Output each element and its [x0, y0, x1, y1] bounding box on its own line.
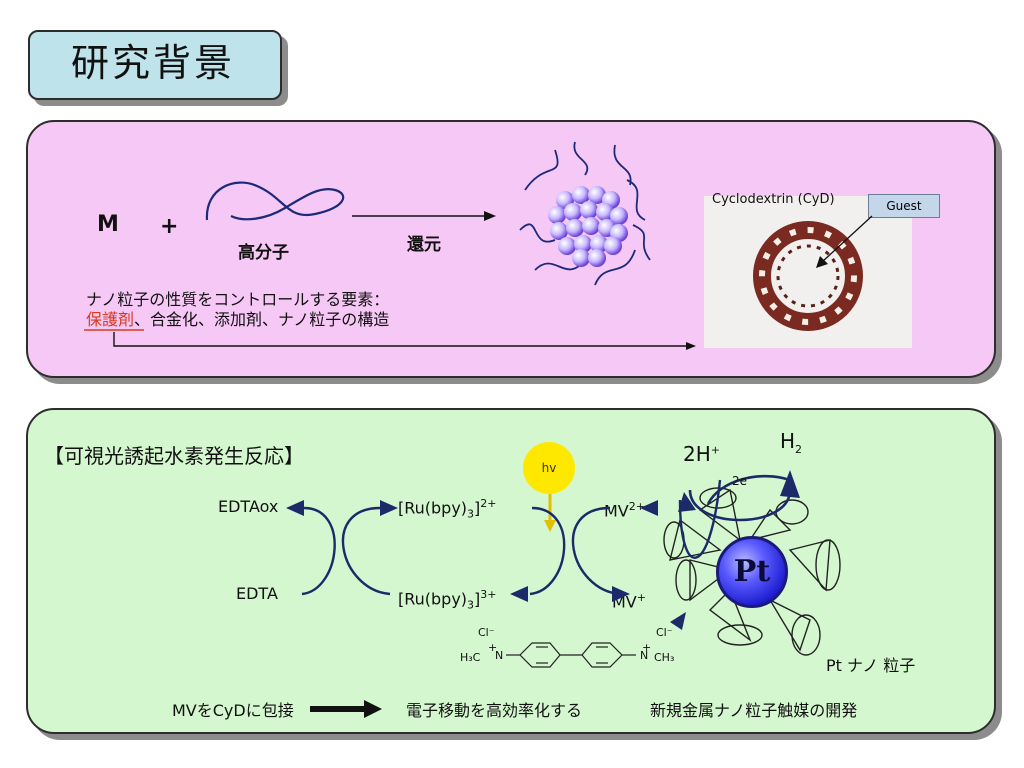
- guest-pointer-arrow: [816, 215, 873, 268]
- control-elements-rest: 、合金化、添加剤、ナノ粒子の構造: [134, 310, 390, 329]
- mv-2plus-label: MV2+: [604, 500, 645, 521]
- pt-label: Pt: [733, 554, 771, 589]
- cyclodextrin-ring-drawing: [753, 221, 863, 331]
- polymer-chain-drawing: [205, 181, 345, 221]
- proton-label: 2H+: [683, 442, 720, 466]
- n-right: N: [640, 649, 649, 662]
- bottom-right-text: 新規金属ナノ粒子触媒の開発: [650, 701, 858, 720]
- metal-label: M: [97, 212, 119, 237]
- cyclodextrin-label: Cyclodextrin (CyD): [712, 192, 835, 207]
- electrons-label: 2e-: [732, 470, 752, 488]
- methyl-left: H₃C: [460, 651, 481, 664]
- n-plus-right: +: [642, 641, 652, 654]
- title-box: [28, 30, 282, 100]
- light-hv-circle: hv: [523, 442, 575, 494]
- nanoparticle-cluster-drawing: [519, 141, 651, 286]
- bottom-mid-text: 電子移動を高効率化する: [406, 701, 583, 720]
- n-left: N: [495, 649, 504, 662]
- protective-agent-arrow: [84, 329, 696, 350]
- pt-nanoparticle-sphere: [716, 536, 788, 608]
- bottom-arrow: [310, 700, 382, 718]
- photocatalysis-panel: [26, 408, 996, 734]
- protective-agent-highlight: 保護剤: [86, 310, 135, 329]
- chloride-left: Cl⁻: [478, 626, 495, 639]
- polymer-label: 高分子: [238, 243, 289, 263]
- pt-nanoparticle-label: Pt ナノ 粒子: [826, 656, 916, 675]
- edta-ox-label: EDTAox: [218, 497, 279, 516]
- control-elements-title: ナノ粒子の性質をコントロールする要素：: [86, 290, 390, 309]
- hydrogen-label: H2: [780, 429, 803, 456]
- reaction-heading: 【可視光誘起水素発生反応】: [44, 444, 304, 468]
- bottom-left-text: MVをCyDに包接: [172, 701, 294, 720]
- n-plus-left: +: [488, 641, 498, 654]
- control-elements-line: 保護剤、合金化、添加剤、ナノ粒子の構造: [86, 306, 389, 330]
- methyl-viologen-structure: [506, 642, 636, 668]
- reduction-label: 還元: [407, 235, 441, 255]
- methyl-right: CH₃: [654, 651, 675, 664]
- ru-complex-3plus: [Ru(bpy)3]3+: [398, 588, 497, 612]
- guest-label: Guest: [868, 194, 940, 218]
- ru-complex-2plus: [Ru(bpy)3]2+: [398, 497, 497, 521]
- electron-transfer-cycles: [286, 500, 658, 602]
- page-title: 研究背景: [70, 41, 235, 85]
- light-arrow: [544, 494, 556, 532]
- plus-sign: +: [160, 214, 179, 239]
- reduction-arrow: [352, 211, 496, 221]
- edta-label: EDTA: [236, 584, 278, 603]
- pt-cyclodextrin-drawing: [663, 470, 841, 656]
- chloride-right: Cl⁻: [656, 626, 673, 639]
